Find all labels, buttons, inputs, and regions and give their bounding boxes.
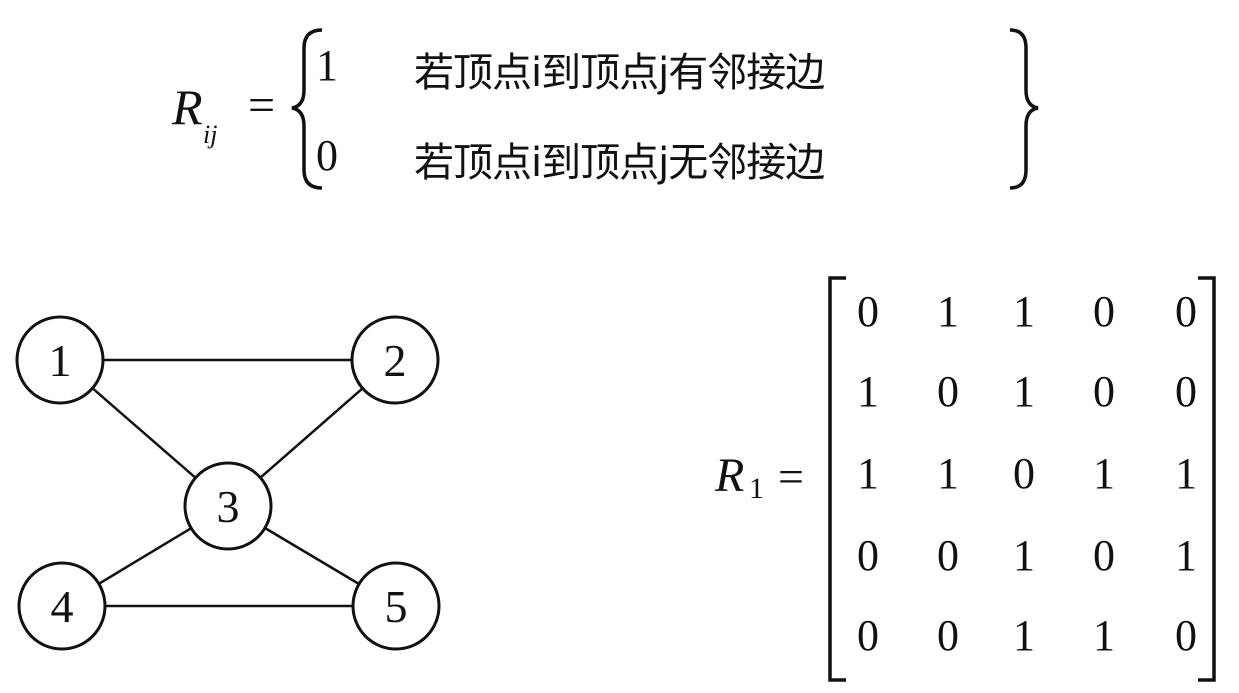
- graph-edge-3-4: [98, 527, 192, 585]
- graph-node-3: 3: [183, 461, 273, 551]
- matrix-cell-r4-c4: 0: [1093, 531, 1115, 580]
- matrix-cell-r4-c1: 0: [857, 531, 879, 580]
- case-1-value: 1: [316, 41, 338, 90]
- formula-braces: [291, 28, 1039, 190]
- matrix-cell-r4-c5: 1: [1175, 531, 1197, 580]
- formula-equals: =: [248, 79, 276, 132]
- graph-node-1: 1: [15, 315, 105, 405]
- matrix-cell-r1-c2: 1: [937, 287, 959, 336]
- matrix-symbol: R: [715, 449, 745, 502]
- graph-node-label: 5: [385, 581, 408, 632]
- left-bracket: [828, 276, 846, 682]
- matrix-cell-r2-c5: 0: [1175, 367, 1197, 416]
- matrix-cell-r2-c4: 0: [1093, 367, 1115, 416]
- matrix-cell-r2-c3: 1: [1013, 367, 1035, 416]
- graph-node-label: 2: [384, 335, 407, 386]
- case-0-condition: 若顶点i到顶点j无邻接边: [414, 140, 825, 186]
- matrix-cell-r3-c4: 1: [1093, 449, 1115, 498]
- case-1-condition: 若顶点i到顶点j有邻接边: [414, 50, 825, 96]
- graph-node-5: 5: [351, 561, 441, 651]
- matrix-cell-r4-c2: 0: [937, 531, 959, 580]
- matrix-cell-r1-c1: 0: [857, 287, 879, 336]
- graph-node-circle: [183, 461, 273, 551]
- graph-node-circle: [351, 561, 441, 651]
- right-curly-brace: [1009, 28, 1039, 190]
- matrix-cell-r3-c5: 1: [1175, 449, 1197, 498]
- matrix-cell-r3-c3: 0: [1013, 449, 1035, 498]
- matrix-cell-r1-c4: 0: [1093, 287, 1115, 336]
- undirected-graph: 1 2 3 4 5: [15, 315, 441, 651]
- graph-edge-2-3: [259, 387, 364, 479]
- graph-node-label: 4: [51, 581, 74, 632]
- graph-edge-3-5: [264, 526, 360, 586]
- graph-node-4: 4: [17, 561, 107, 651]
- matrix-cell-r2-c2: 0: [937, 367, 959, 416]
- matrix-cell-r3-c1: 1: [857, 449, 879, 498]
- matrix-equals: =: [778, 451, 804, 502]
- graph-node-label: 3: [217, 481, 240, 532]
- left-curly-brace: [291, 28, 323, 190]
- right-bracket: [1198, 276, 1216, 682]
- matrix-cell-r5-c3: 1: [1013, 611, 1035, 660]
- graph-node-2: 2: [350, 315, 440, 405]
- formula-subscript: ij: [203, 120, 218, 149]
- matrix-brackets: [828, 276, 1216, 682]
- matrix-cell-r5-c4: 1: [1093, 611, 1115, 660]
- matrix-cell-r1-c3: 1: [1013, 287, 1035, 336]
- graph-node-label: 1: [49, 335, 72, 386]
- matrix-cell-r5-c1: 0: [857, 611, 879, 660]
- matrix-cell-r4-c3: 1: [1013, 531, 1035, 580]
- matrix-cell-r5-c2: 0: [937, 611, 959, 660]
- matrix-cell-r3-c2: 1: [937, 449, 959, 498]
- case-0-value: 0: [316, 131, 338, 180]
- matrix-cell-r5-c5: 0: [1175, 611, 1197, 660]
- graph-edge-1-3: [91, 387, 197, 479]
- matrix-cell-r1-c5: 0: [1175, 287, 1197, 336]
- graph-node-circle: [17, 561, 107, 651]
- graph-node-circle: [350, 315, 440, 405]
- matrix-subscript: 1: [749, 472, 764, 505]
- matrix-cell-r2-c1: 1: [857, 367, 879, 416]
- formula-symbol: R: [172, 79, 203, 135]
- graph-node-circle: [15, 315, 105, 405]
